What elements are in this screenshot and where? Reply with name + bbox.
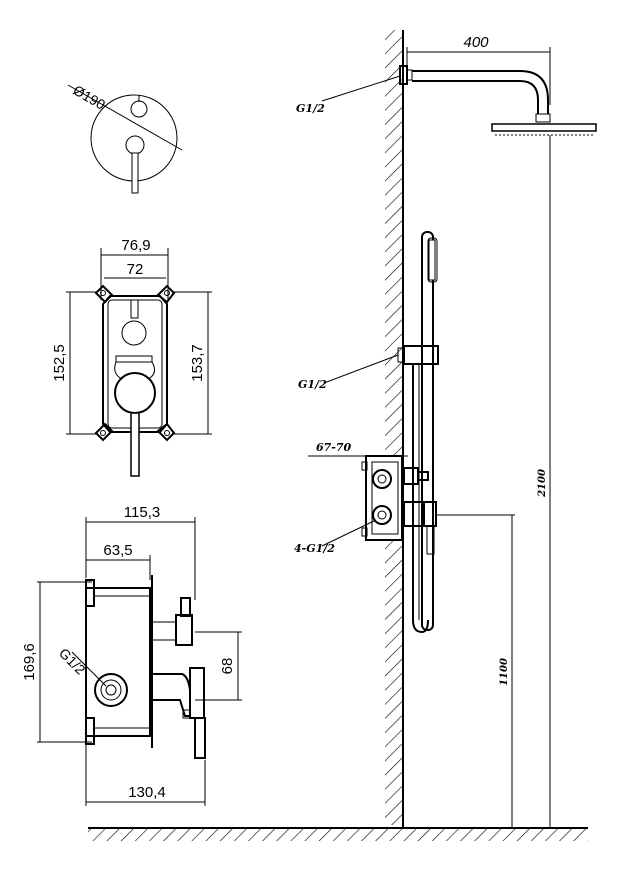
side-bottom-depth-label: 130,4 [128, 784, 166, 801]
shower-hose [412, 364, 429, 634]
side-thread-label: G1/2 [56, 645, 89, 678]
total-height-label: 2100 [537, 469, 548, 498]
side-outlet-spacing-label: 68 [219, 658, 236, 675]
mixer-height-label: 1100 [499, 658, 510, 686]
mixer-handle-base [125, 135, 145, 155]
wall-hatch [385, 30, 403, 825]
cover-plate-view: Ø190 [67, 82, 183, 194]
diverter-cartridge [121, 320, 147, 346]
mounting-lug [156, 422, 176, 442]
box-height-left-label: 152,5 [51, 344, 68, 382]
diverter-knob [130, 100, 148, 118]
mixer-cartridge-handle [114, 372, 156, 414]
inlet-fitting-top [372, 469, 392, 489]
side-depth-total-label: 115,3 [124, 504, 160, 521]
arm-length-label: 400 [463, 34, 489, 51]
arm-thread-label: G1/2 [296, 102, 325, 115]
diameter-leader [67, 84, 183, 151]
mixer-lever [131, 152, 139, 194]
hand-shower [428, 239, 436, 281]
plate-diameter-label: Ø190 [71, 82, 109, 113]
slide-rail [421, 231, 434, 631]
concealed-box [365, 455, 403, 541]
shower-system-view: 400 G1/2 2100 G1/2 [88, 30, 597, 841]
box-height-right-label: 153,7 [189, 344, 206, 382]
mounting-lug [94, 422, 114, 442]
side-inlet-fitting [94, 673, 128, 707]
inlet-fitting-bottom [372, 505, 392, 525]
box-inner-width-label: 72 [127, 261, 144, 278]
side-height-label: 169,6 [21, 643, 38, 681]
side-box-body [85, 587, 151, 737]
shower-arm [412, 70, 549, 114]
box-front-view: 76,9 72 152,5 153,7 [51, 237, 212, 477]
inlets-thread-label: 4-G1/2 [294, 542, 335, 555]
floor-hatch [88, 829, 588, 841]
mounting-lug [94, 284, 114, 304]
slide-thread-label: G1/2 [298, 378, 327, 391]
wall-range-label: 67-70 [316, 441, 352, 454]
mounting-lug [156, 284, 176, 304]
box-outer-width-label: 76,9 [121, 237, 150, 254]
side-depth-body-label: 63,5 [103, 542, 132, 559]
mixer-lever-front [130, 412, 140, 477]
rain-shower-head [491, 123, 597, 132]
box-side-view: 115,3 63,5 169,6 68 130,4 [21, 504, 242, 806]
